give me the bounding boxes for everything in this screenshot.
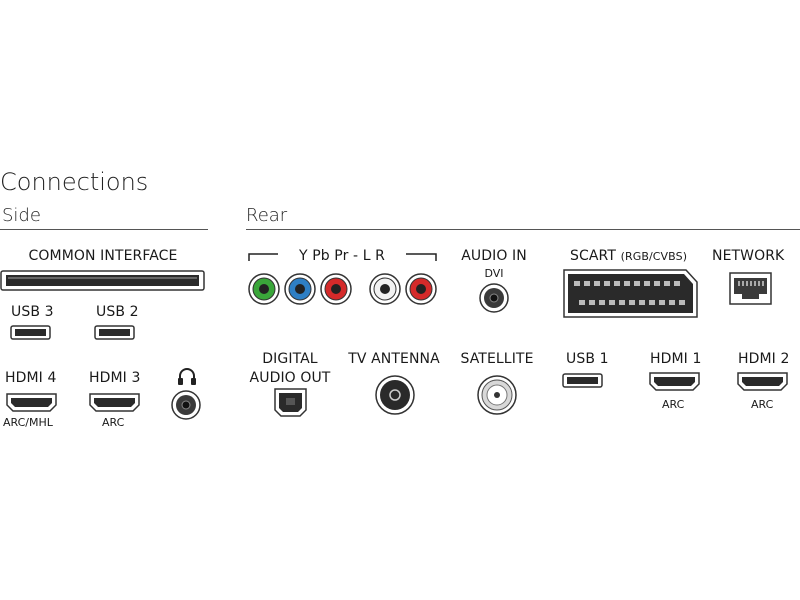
hdmi4-sub-label: ARC/MHL xyxy=(3,416,53,429)
side-divider xyxy=(0,229,208,230)
side-heading: Side xyxy=(2,205,41,226)
hdmi2-sub-label: ARC xyxy=(751,398,774,411)
network-label: NETWORK xyxy=(712,248,785,264)
usb1-port-icon xyxy=(562,373,603,388)
rca-pb-blue-icon xyxy=(284,273,316,305)
usb1-label: USB 1 xyxy=(566,351,609,367)
rca-r-red-icon xyxy=(405,273,437,305)
scart-port-icon xyxy=(563,269,698,318)
hdmi1-label: HDMI 1 xyxy=(650,351,702,367)
rca-y-green-icon xyxy=(248,273,280,305)
scart-label-text: SCART xyxy=(570,248,616,264)
page-title: Connections xyxy=(0,168,149,196)
common-interface-slot-icon xyxy=(0,270,205,291)
digital-audio-out-label-line2: AUDIO OUT xyxy=(249,370,331,386)
tv-antenna-label: TV ANTENNA xyxy=(348,351,440,367)
headphones-icon xyxy=(178,368,196,385)
usb2-port-icon xyxy=(94,325,135,340)
hdmi4-label: HDMI 4 xyxy=(5,370,57,386)
audio-in-jack-icon xyxy=(479,283,509,313)
satellite-label: SATELLITE xyxy=(460,351,534,367)
usb3-label: USB 3 xyxy=(11,304,54,320)
rca-l-white-icon xyxy=(369,273,401,305)
tv-antenna-port-icon xyxy=(375,375,415,415)
audio-in-sub-label: DVI xyxy=(484,267,504,280)
component-label: Y Pb Pr - L R xyxy=(299,248,385,264)
digital-audio-out-label-line1: DIGITAL xyxy=(262,351,318,367)
hdmi3-sub-label: ARC xyxy=(102,416,125,429)
satellite-port-icon xyxy=(477,375,517,415)
hdmi1-sub-label: ARC xyxy=(662,398,685,411)
hdmi2-label: HDMI 2 xyxy=(738,351,790,367)
component-bracket xyxy=(248,253,437,261)
audio-in-label: AUDIO IN xyxy=(461,248,527,264)
scart-sub-label: (RGB/CVBS) xyxy=(620,250,688,263)
hdmi3-label: HDMI 3 xyxy=(89,370,141,386)
rca-pr-red-icon xyxy=(320,273,352,305)
hdmi1-port-icon xyxy=(649,372,700,391)
rear-heading: Rear xyxy=(246,205,288,226)
hdmi4-port-icon xyxy=(6,393,57,412)
hdmi2-port-icon xyxy=(737,372,788,391)
common-interface-label: COMMON INTERFACE xyxy=(28,248,178,264)
usb2-label: USB 2 xyxy=(96,304,139,320)
optical-port-icon xyxy=(274,388,307,417)
headphone-jack-icon xyxy=(171,390,201,420)
scart-label: SCART (RGB/CVBS) xyxy=(570,248,687,264)
rear-divider xyxy=(246,229,800,230)
hdmi3-port-icon xyxy=(89,393,140,412)
usb3-port-icon xyxy=(10,325,51,340)
ethernet-port-icon xyxy=(729,272,772,305)
